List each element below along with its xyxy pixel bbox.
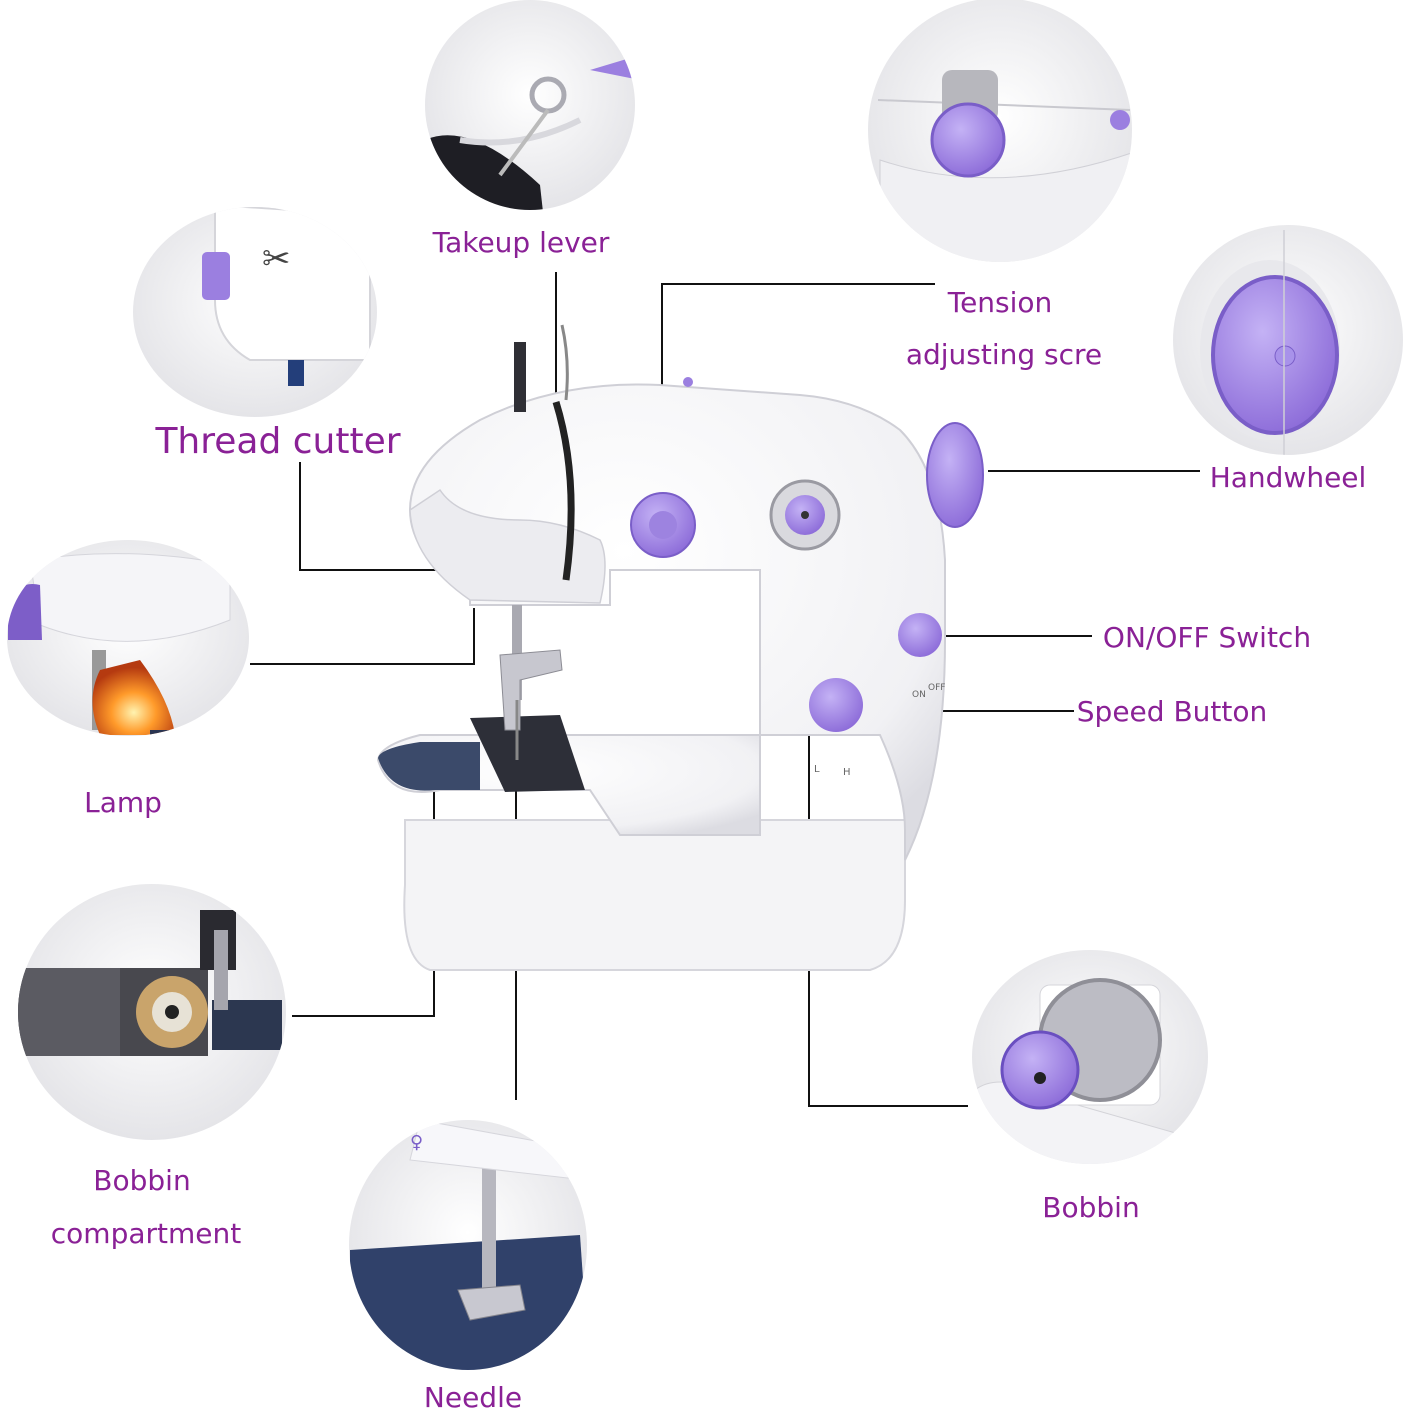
low-marking: L [814,764,820,775]
fabric-piece [470,715,585,792]
label-thread-cutter: Thread cutter [154,421,400,462]
takeup-slot [552,400,575,581]
scissors-icon: ✂ [262,239,291,279]
label-needle: Needle [424,1381,522,1409]
off-marking: OFF [928,683,945,693]
lamp-detail [7,540,249,736]
takeup-lever-detail [425,0,635,210]
thread-cutter-detail: ✂ [133,207,377,417]
label-takeup-lever: Takeup lever [432,226,610,259]
bobbin-detail [972,950,1208,1164]
needle-detail: ♀ [349,1120,587,1370]
label-on-off-switch: ON/OFF Switch [1103,621,1311,654]
label-speed-button: Speed Button [1077,695,1267,728]
label-bobbin-compartment-line2: compartment [51,1217,241,1250]
svg-text:♀: ♀ [410,1132,423,1153]
high-marking: H [843,767,851,778]
bobbin-compartment-detail [18,884,286,1140]
machine-head [409,488,606,604]
needle-bar [512,605,522,700]
label-tension-line2: adjusting scre [906,338,1102,371]
on-off-switch-knob [898,613,942,657]
machine-base [403,819,906,971]
on-marking: ON [912,690,926,700]
label-bobbin: Bobbin [1042,1191,1139,1224]
needle-plate-cover [378,742,480,791]
label-lamp: Lamp [84,786,162,819]
speed-button-knob [809,678,863,732]
leader-line-thread-cutter [299,462,440,571]
tension-screw-detail [868,0,1132,262]
label-bobbin-compartment-line1: Bobbin [93,1164,190,1197]
labels: Takeup lever Tension adjusting scre Thre… [51,226,1367,1409]
handwheel-knob [926,422,984,528]
label-tension-line1: Tension [947,286,1053,319]
leader-line-lamp [250,608,475,665]
label-handwheel: Handwheel [1210,461,1367,494]
spool-pin [514,342,526,412]
thread-guide [560,324,569,401]
sewing-machine: ON OFF L H [376,324,984,971]
handwheel-detail [1173,225,1403,455]
